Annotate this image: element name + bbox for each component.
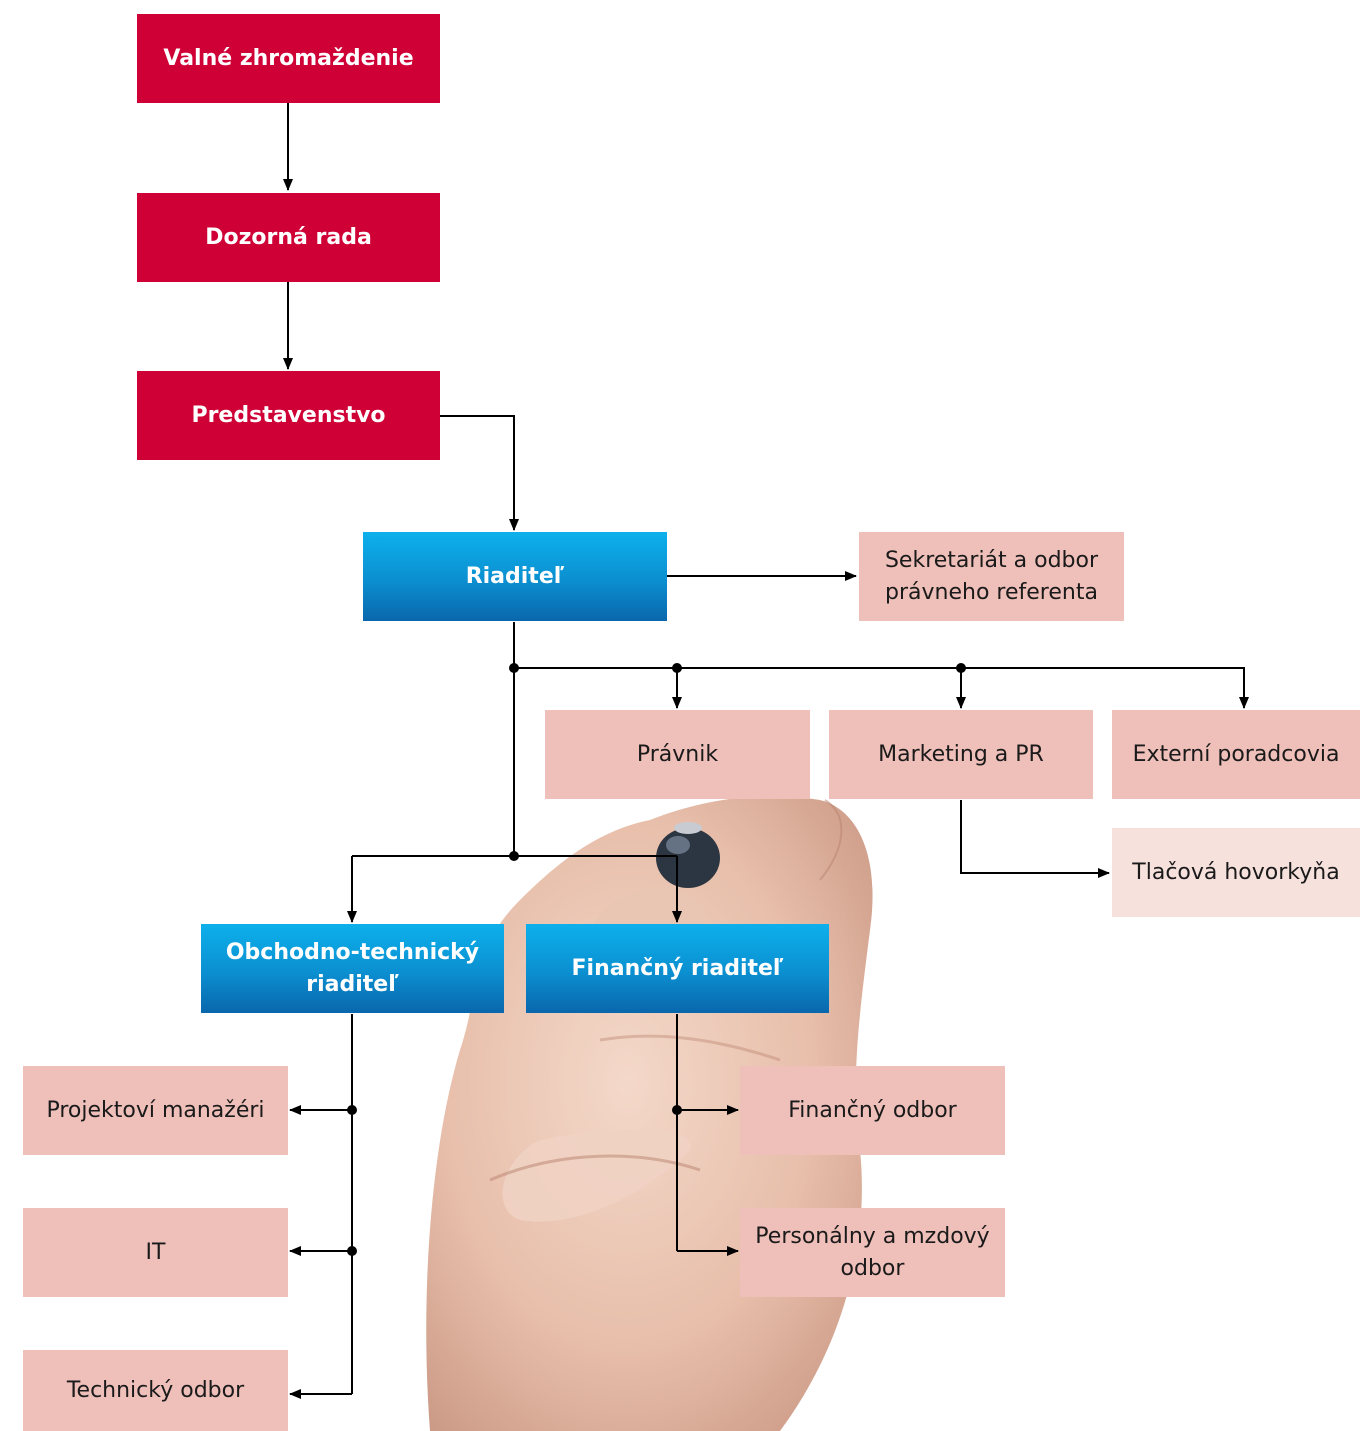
node-valne-zhromazdenie: Valné zhromaždenie bbox=[137, 14, 440, 103]
node-label: Finančný riaditeľ bbox=[571, 955, 784, 981]
node-sekretariat: Sekretariát a odbor právneho referenta bbox=[859, 532, 1124, 621]
node-label: Projektoví manažéri bbox=[46, 1097, 265, 1123]
node-label: Sekretariát a odbor právneho referenta bbox=[884, 547, 1099, 605]
node-label: Valné zhromaždenie bbox=[163, 45, 414, 71]
node-predstavenstvo: Predstavenstvo bbox=[137, 371, 440, 460]
node-label: Právnik bbox=[636, 741, 719, 767]
node-label: Tlačová hovorkyňa bbox=[1132, 859, 1340, 885]
node-label: Finančný odbor bbox=[788, 1097, 957, 1123]
node-label: Obchodno-technický riaditeľ bbox=[225, 939, 480, 997]
node-label: IT bbox=[145, 1239, 166, 1265]
node-tlacova-hovorkyna: Tlačová hovorkyňa bbox=[1112, 828, 1360, 917]
node-label: Personálny a mzdový odbor bbox=[755, 1223, 990, 1281]
node-label: Externí poradcovia bbox=[1132, 741, 1340, 767]
node-technicky-odbor: Technický odbor bbox=[23, 1350, 288, 1431]
node-externi-poradcovia: Externí poradcovia bbox=[1112, 710, 1360, 799]
node-dozorna-rada: Dozorná rada bbox=[137, 193, 440, 282]
node-label: Marketing a PR bbox=[878, 741, 1044, 767]
node-obchodno-technicky-riaditel: Obchodno-technický riaditeľ bbox=[201, 924, 504, 1013]
node-marketing-pr: Marketing a PR bbox=[829, 710, 1093, 799]
node-label: Technický odbor bbox=[66, 1377, 245, 1403]
node-financny-riaditel: Finančný riaditeľ bbox=[526, 924, 829, 1013]
node-label: Dozorná rada bbox=[205, 224, 372, 250]
node-label: Predstavenstvo bbox=[191, 402, 386, 428]
node-projektovi-manazeri: Projektoví manažéri bbox=[23, 1066, 288, 1155]
node-financny-odbor: Finančný odbor bbox=[740, 1066, 1005, 1155]
node-personalny-odbor: Personálny a mzdový odbor bbox=[740, 1208, 1005, 1297]
node-label: Riaditeľ bbox=[465, 563, 565, 589]
node-pravnik: Právnik bbox=[545, 710, 810, 799]
node-it: IT bbox=[23, 1208, 288, 1297]
node-riaditel: Riaditeľ bbox=[363, 532, 667, 621]
